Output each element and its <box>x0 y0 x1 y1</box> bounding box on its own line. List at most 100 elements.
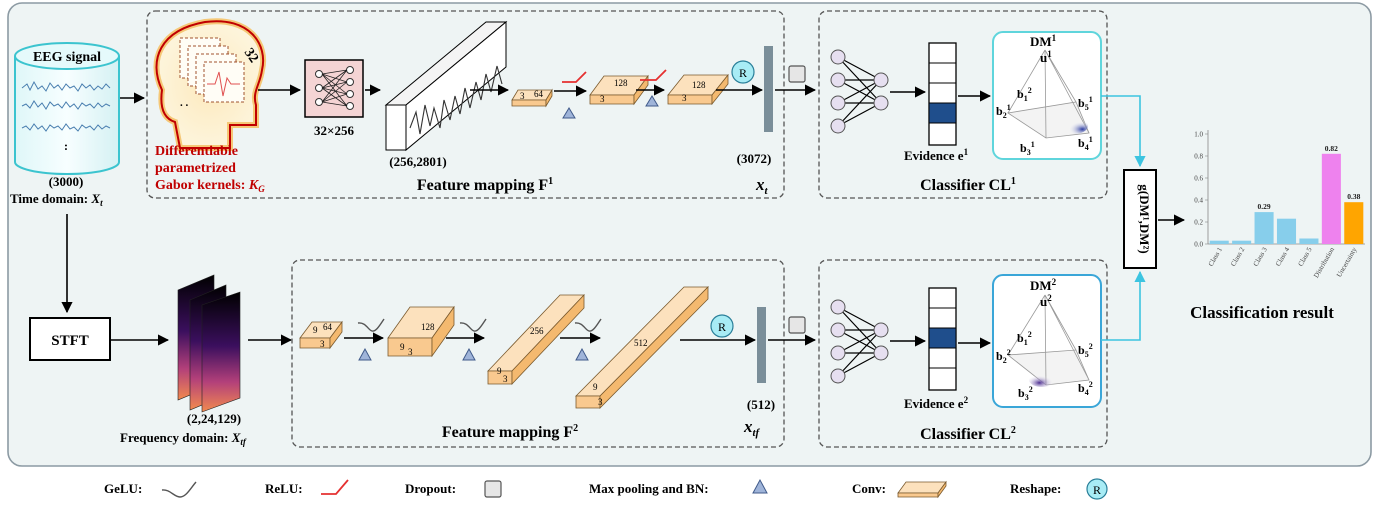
time-domain-label: Time domain: Xt <box>10 191 103 208</box>
chart-y-tick-label: 1.0 <box>1194 131 1203 139</box>
legend-conv-label: Conv: <box>852 481 886 496</box>
f1-dropout-icon <box>788 65 806 83</box>
result-title: Classification result <box>1190 303 1334 322</box>
legend-relu-label: ReLU: <box>265 481 303 496</box>
f2-conv3-k: 3 <box>503 374 508 384</box>
legend-conv-icon <box>897 480 947 499</box>
fusion-box <box>1123 169 1157 269</box>
f1-conv3-k: 3 <box>682 93 687 103</box>
chart-y-tick-label: 0.2 <box>1194 219 1203 227</box>
f1-relu1 <box>562 71 587 83</box>
f2-out-var: xtf <box>743 417 761 439</box>
legend-reshape-label: Reshape: <box>1010 481 1061 496</box>
eeg-signal-cylinder: EEG signal : <box>14 42 120 175</box>
legend-pool-label: Max pooling and BN: <box>589 481 709 496</box>
f1-conv1 <box>511 88 553 108</box>
fusion-label: g(DM¹,DM²) <box>1137 184 1152 254</box>
f2-output-vector <box>757 307 766 383</box>
cl1-dashed-box <box>818 10 1108 199</box>
legend-reshape-icon-label: R <box>1093 483 1101 497</box>
cl1-b2-label: b21 <box>996 103 1011 120</box>
cl1-b3-label: b31 <box>1020 140 1035 157</box>
freq-domain-label: Frequency domain: Xtf <box>120 430 247 447</box>
cl1-evidence-label: Evidence e1 <box>904 147 969 163</box>
f2-conv2-k: 3 <box>408 347 413 357</box>
f2-gelu1 <box>357 318 385 332</box>
eeg-dim: (3000) <box>49 174 84 189</box>
chart-y-tick-label: 0.8 <box>1194 153 1203 161</box>
cl1-b1-label: b12 <box>1017 86 1032 103</box>
f2-gelu3 <box>574 318 602 332</box>
f2-conv3 <box>487 293 585 386</box>
cl2-b3-label: b32 <box>1018 385 1033 402</box>
chart-data-label: 0.82 <box>1325 144 1338 153</box>
f2-conv4-c: 512 <box>634 338 648 348</box>
f2-gelu2 <box>459 318 487 332</box>
cl2-b1-label: b12 <box>1017 330 1032 347</box>
cl1-pyramid <box>1006 49 1090 139</box>
f2-conv2 <box>387 305 455 358</box>
stft-box <box>29 317 111 361</box>
cl2-evidence-bar <box>928 287 957 391</box>
f2-conv3-h: 9 <box>497 366 502 376</box>
f2-pool1 <box>358 347 372 361</box>
eeg-signal-label: EEG signal <box>33 50 101 65</box>
arrow-dm2-to-fusion <box>1101 270 1146 341</box>
f1-conv1-k: 3 <box>520 91 525 101</box>
f2-pool2 <box>462 347 476 361</box>
f1-conv1-c: 64 <box>534 89 544 99</box>
gabor-line2: parametrized <box>155 161 236 176</box>
f1-relu2 <box>640 69 667 81</box>
f2-conv2-c: 128 <box>421 322 435 332</box>
cl2-evidence-label: Evidence e2 <box>904 395 969 411</box>
f1-reshape-icon <box>731 60 755 84</box>
chart-bar <box>1321 153 1341 244</box>
stft-label: STFT <box>51 333 89 349</box>
cl1-dm-label: DM1 <box>1030 33 1057 49</box>
legend-dropout-label: Dropout: <box>405 481 456 496</box>
cl1-evidence-bar <box>928 42 957 146</box>
f1-reshape-label: R <box>739 66 747 80</box>
cl1-title: Classifier CL1 <box>920 176 1016 194</box>
legend-relu-icon <box>321 479 349 495</box>
spectrogram-stack <box>177 274 241 413</box>
f2-reshape-icon <box>710 314 734 338</box>
f2-conv4-h: 9 <box>593 382 598 392</box>
cl2-dm-label: DM2 <box>1030 277 1057 293</box>
feature-dim: (256,2801) <box>389 154 446 169</box>
cl2-b2-label: b22 <box>996 348 1011 365</box>
f1-conv3 <box>667 73 729 106</box>
cl1-b5-label: b51 <box>1078 95 1093 112</box>
gabor-dots: . . <box>180 97 189 109</box>
chart-bar <box>1254 212 1274 244</box>
cl2-pyramid <box>1006 294 1090 387</box>
chart-bar <box>1276 218 1297 244</box>
f2-dropout-icon <box>788 316 806 334</box>
chart-y-tick-label: 0.0 <box>1194 241 1203 249</box>
gabor-head: . . <box>153 18 267 151</box>
f2-pool3 <box>575 347 589 361</box>
f2-conv1-k: 3 <box>320 339 325 349</box>
f1-conv2-c: 128 <box>614 78 628 88</box>
f1-conv2-k: 3 <box>600 94 605 104</box>
legend-pool-icon <box>752 478 768 494</box>
cl1-u-label: u1 <box>1040 49 1052 65</box>
legend-gelu-icon <box>161 481 197 498</box>
legend-reshape-icon <box>1086 478 1108 500</box>
cl2-title: Classifier CL2 <box>920 425 1016 443</box>
freq-dim: (2,24,129) <box>187 411 241 426</box>
f1-out-dim: (3072) <box>737 151 772 166</box>
chart-y-tick-label: 0.4 <box>1194 197 1203 205</box>
chart-bar <box>1344 202 1364 244</box>
chart-y-tick-label: 0.6 <box>1194 175 1203 183</box>
eeg-wave-3 <box>21 123 111 132</box>
f2-conv2-h: 9 <box>400 342 405 352</box>
chart-data-label: 0.38 <box>1347 192 1360 201</box>
cl2-b5-label: b52 <box>1078 342 1093 359</box>
gabor-line3: Gabor kernels: KG <box>155 178 265 194</box>
cl2-b4-label: b42 <box>1078 380 1093 397</box>
gabor-line1: Differentiable <box>155 144 238 159</box>
cl2-u-label: u2 <box>1040 293 1052 309</box>
chart-bar <box>1299 238 1319 244</box>
